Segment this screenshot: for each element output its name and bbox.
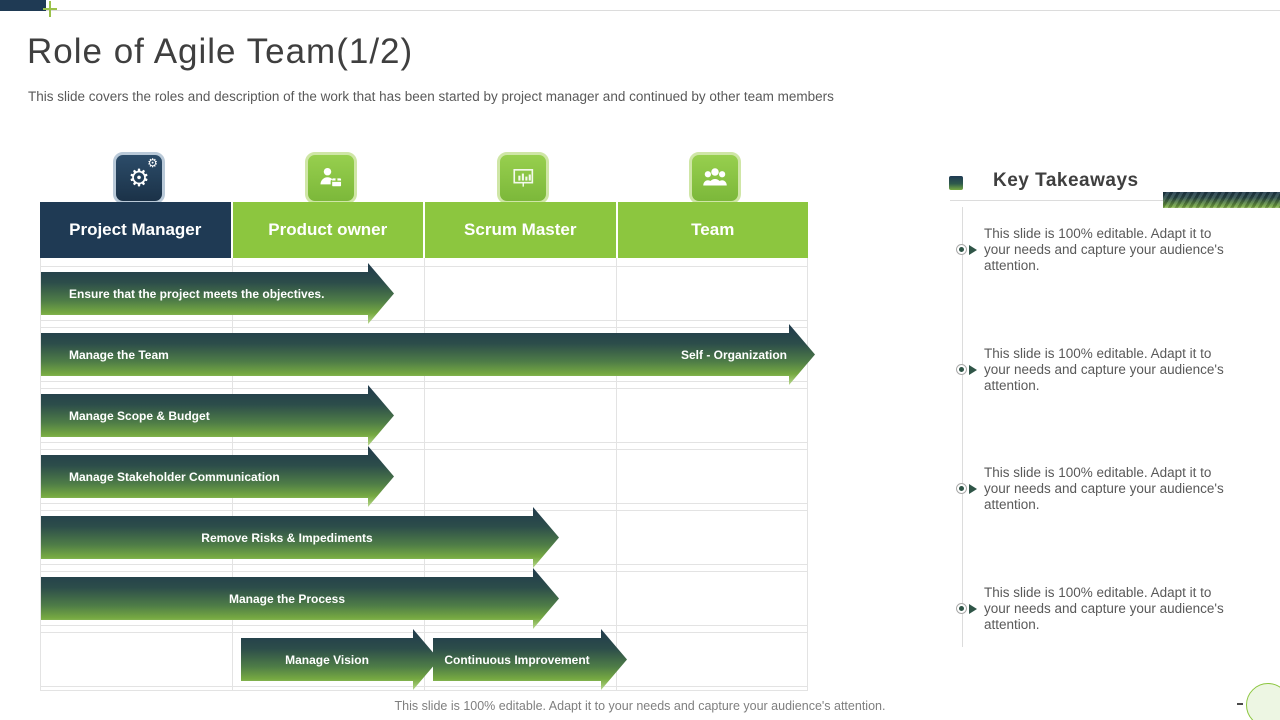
table-row: Manage Vision Continuous Improvement	[41, 632, 807, 687]
table-row: Manage Stakeholder Communication	[41, 449, 807, 504]
footer-note: This slide is 100% editable. Adapt it to…	[394, 699, 886, 713]
key-takeaways-bullet-square	[949, 176, 963, 190]
takeaway-text: This slide is 100% editable. Adapt it to…	[984, 585, 1224, 632]
responsibility-arrow: Ensure that the project meets the object…	[41, 263, 394, 324]
table-row: Manage the Team Self - Organization	[41, 327, 807, 382]
team-icon	[689, 152, 741, 204]
product-owner-icon	[305, 152, 357, 204]
plus-marker-icon	[43, 8, 57, 10]
gears-icon: ⚙ ⚙	[113, 152, 165, 204]
responsibility-arrow: Continuous Improvement	[433, 629, 627, 690]
roles-table-body: Ensure that the project meets the object…	[40, 258, 808, 691]
column-header-product-owner: Product owner	[232, 202, 425, 258]
roles-table: Project Manager Product owner Scrum Mast…	[40, 202, 808, 691]
responsibility-arrow: Manage the Team Self - Organization	[41, 324, 815, 385]
shape-handle	[1237, 703, 1243, 705]
takeaway-text: This slide is 100% editable. Adapt it to…	[984, 465, 1224, 512]
responsibility-arrow: Manage Scope & Budget	[41, 385, 394, 446]
bullet-arrow-icon	[948, 244, 984, 256]
page-title: Role of Agile Team(1/2)	[27, 32, 414, 71]
top-left-accent-bar	[0, 0, 46, 11]
responsibility-arrow: Manage Stakeholder Communication	[41, 446, 394, 507]
arrow-label: Manage the Team	[69, 347, 169, 362]
presentation-chart-icon	[497, 152, 549, 204]
responsibility-arrow: Remove Risks & Impediments	[41, 507, 559, 568]
responsibility-arrow: Manage the Process	[41, 568, 559, 629]
bullet-arrow-icon	[948, 364, 984, 376]
column-divider	[616, 258, 617, 690]
table-row: Ensure that the project meets the object…	[41, 266, 807, 321]
table-row: Manage Scope & Budget	[41, 388, 807, 443]
list-item: This slide is 100% editable. Adapt it to…	[948, 346, 1248, 394]
takeaway-text: This slide is 100% editable. Adapt it to…	[984, 346, 1224, 393]
bullet-arrow-icon	[948, 603, 984, 615]
column-header-project-manager: Project Manager	[40, 202, 233, 258]
roles-table-header: Project Manager Product owner Scrum Mast…	[40, 202, 808, 258]
column-divider	[424, 258, 425, 690]
column-header-scrum-master: Scrum Master	[425, 202, 618, 258]
responsibility-arrow: Manage Vision	[241, 629, 439, 690]
list-item: This slide is 100% editable. Adapt it to…	[948, 465, 1248, 513]
bullet-arrow-icon	[948, 483, 984, 495]
corner-circle-shape	[1246, 683, 1280, 720]
key-takeaways-vertical-line	[962, 207, 963, 647]
table-row: Manage the Process	[41, 571, 807, 626]
list-item: This slide is 100% editable. Adapt it to…	[948, 226, 1248, 274]
column-header-team: Team	[617, 202, 808, 258]
list-item: This slide is 100% editable. Adapt it to…	[948, 585, 1248, 633]
page-subtitle: This slide covers the roles and descript…	[28, 89, 834, 104]
top-divider-line	[0, 10, 1280, 11]
key-takeaways-title: Key Takeaways	[993, 170, 1139, 191]
table-row: Remove Risks & Impediments	[41, 510, 807, 565]
arrow-label-right: Self - Organization	[680, 347, 787, 362]
takeaway-text: This slide is 100% editable. Adapt it to…	[984, 226, 1224, 273]
key-takeaways-underline	[950, 200, 1164, 201]
key-takeaways-accent-bar	[1163, 192, 1280, 208]
